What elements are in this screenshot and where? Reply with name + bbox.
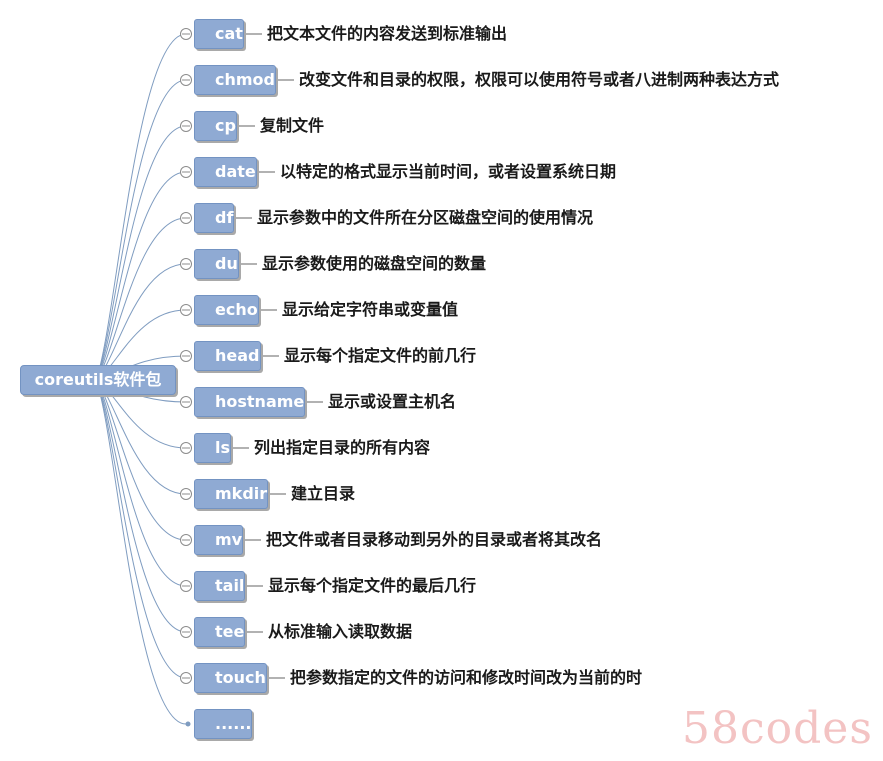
command-description: 列出指定目录的所有内容 [254, 438, 431, 457]
branch-curve [95, 379, 187, 587]
branch-dot-icon [185, 721, 191, 727]
command-node[interactable]: hostname [194, 387, 306, 417]
command-description: 把参数指定的文件的访问和修改时间改为当前的时 [290, 668, 643, 687]
command-node[interactable]: head [194, 341, 261, 371]
command-description: 把文本文件的内容发送到标准输出 [267, 24, 508, 43]
command-node[interactable]: chmod [194, 65, 276, 95]
command-description: 显示参数使用的磁盘空间的数量 [262, 254, 487, 273]
command-description: 显示参数中的文件所在分区磁盘空间的使用情况 [257, 208, 594, 227]
branch-curve [95, 171, 187, 381]
command-description: 从标准输入读取数据 [268, 622, 413, 641]
command-description: 把文件或者目录移动到另外的目录或者将其改名 [266, 530, 603, 549]
branch-curve [95, 379, 187, 725]
command-description: 显示或设置主机名 [328, 392, 457, 411]
branch-curve [95, 217, 187, 381]
command-node[interactable]: mv [194, 525, 244, 555]
command-node[interactable]: ...... [194, 709, 253, 739]
command-node[interactable]: date [194, 157, 257, 187]
branch-curve [95, 379, 187, 679]
command-node[interactable]: cat [194, 19, 244, 49]
command-description: 以特定的格式显示当前时间，或者设置系统日期 [280, 162, 617, 181]
command-node[interactable]: echo [194, 295, 259, 325]
command-node[interactable]: tail [194, 571, 246, 601]
command-description: 复制文件 [260, 116, 325, 135]
branch-curve [95, 379, 187, 541]
command-node[interactable]: mkdir [194, 479, 269, 509]
root-node[interactable]: coreutils软件包 [20, 365, 176, 395]
command-description: 显示给定字符串或变量值 [282, 300, 459, 319]
command-node[interactable]: du [194, 249, 239, 279]
command-description: 建立目录 [291, 484, 356, 503]
command-description: 显示每个指定文件的最后几行 [268, 576, 477, 595]
branch-curve [95, 125, 187, 381]
branch-curve [95, 79, 187, 381]
command-node[interactable]: ls [194, 433, 232, 463]
watermark: 58codes [682, 703, 873, 754]
branch-curve [95, 379, 187, 633]
command-node[interactable]: touch [194, 663, 267, 693]
command-description: 显示每个指定文件的前几行 [284, 346, 477, 365]
command-node[interactable]: tee [194, 617, 246, 647]
command-description: 改变文件和目录的权限，权限可以使用符号或者八进制两种表达方式 [299, 70, 780, 89]
branch-curve [95, 33, 187, 381]
command-node[interactable]: df [194, 203, 235, 233]
command-node[interactable]: cp [194, 111, 237, 141]
